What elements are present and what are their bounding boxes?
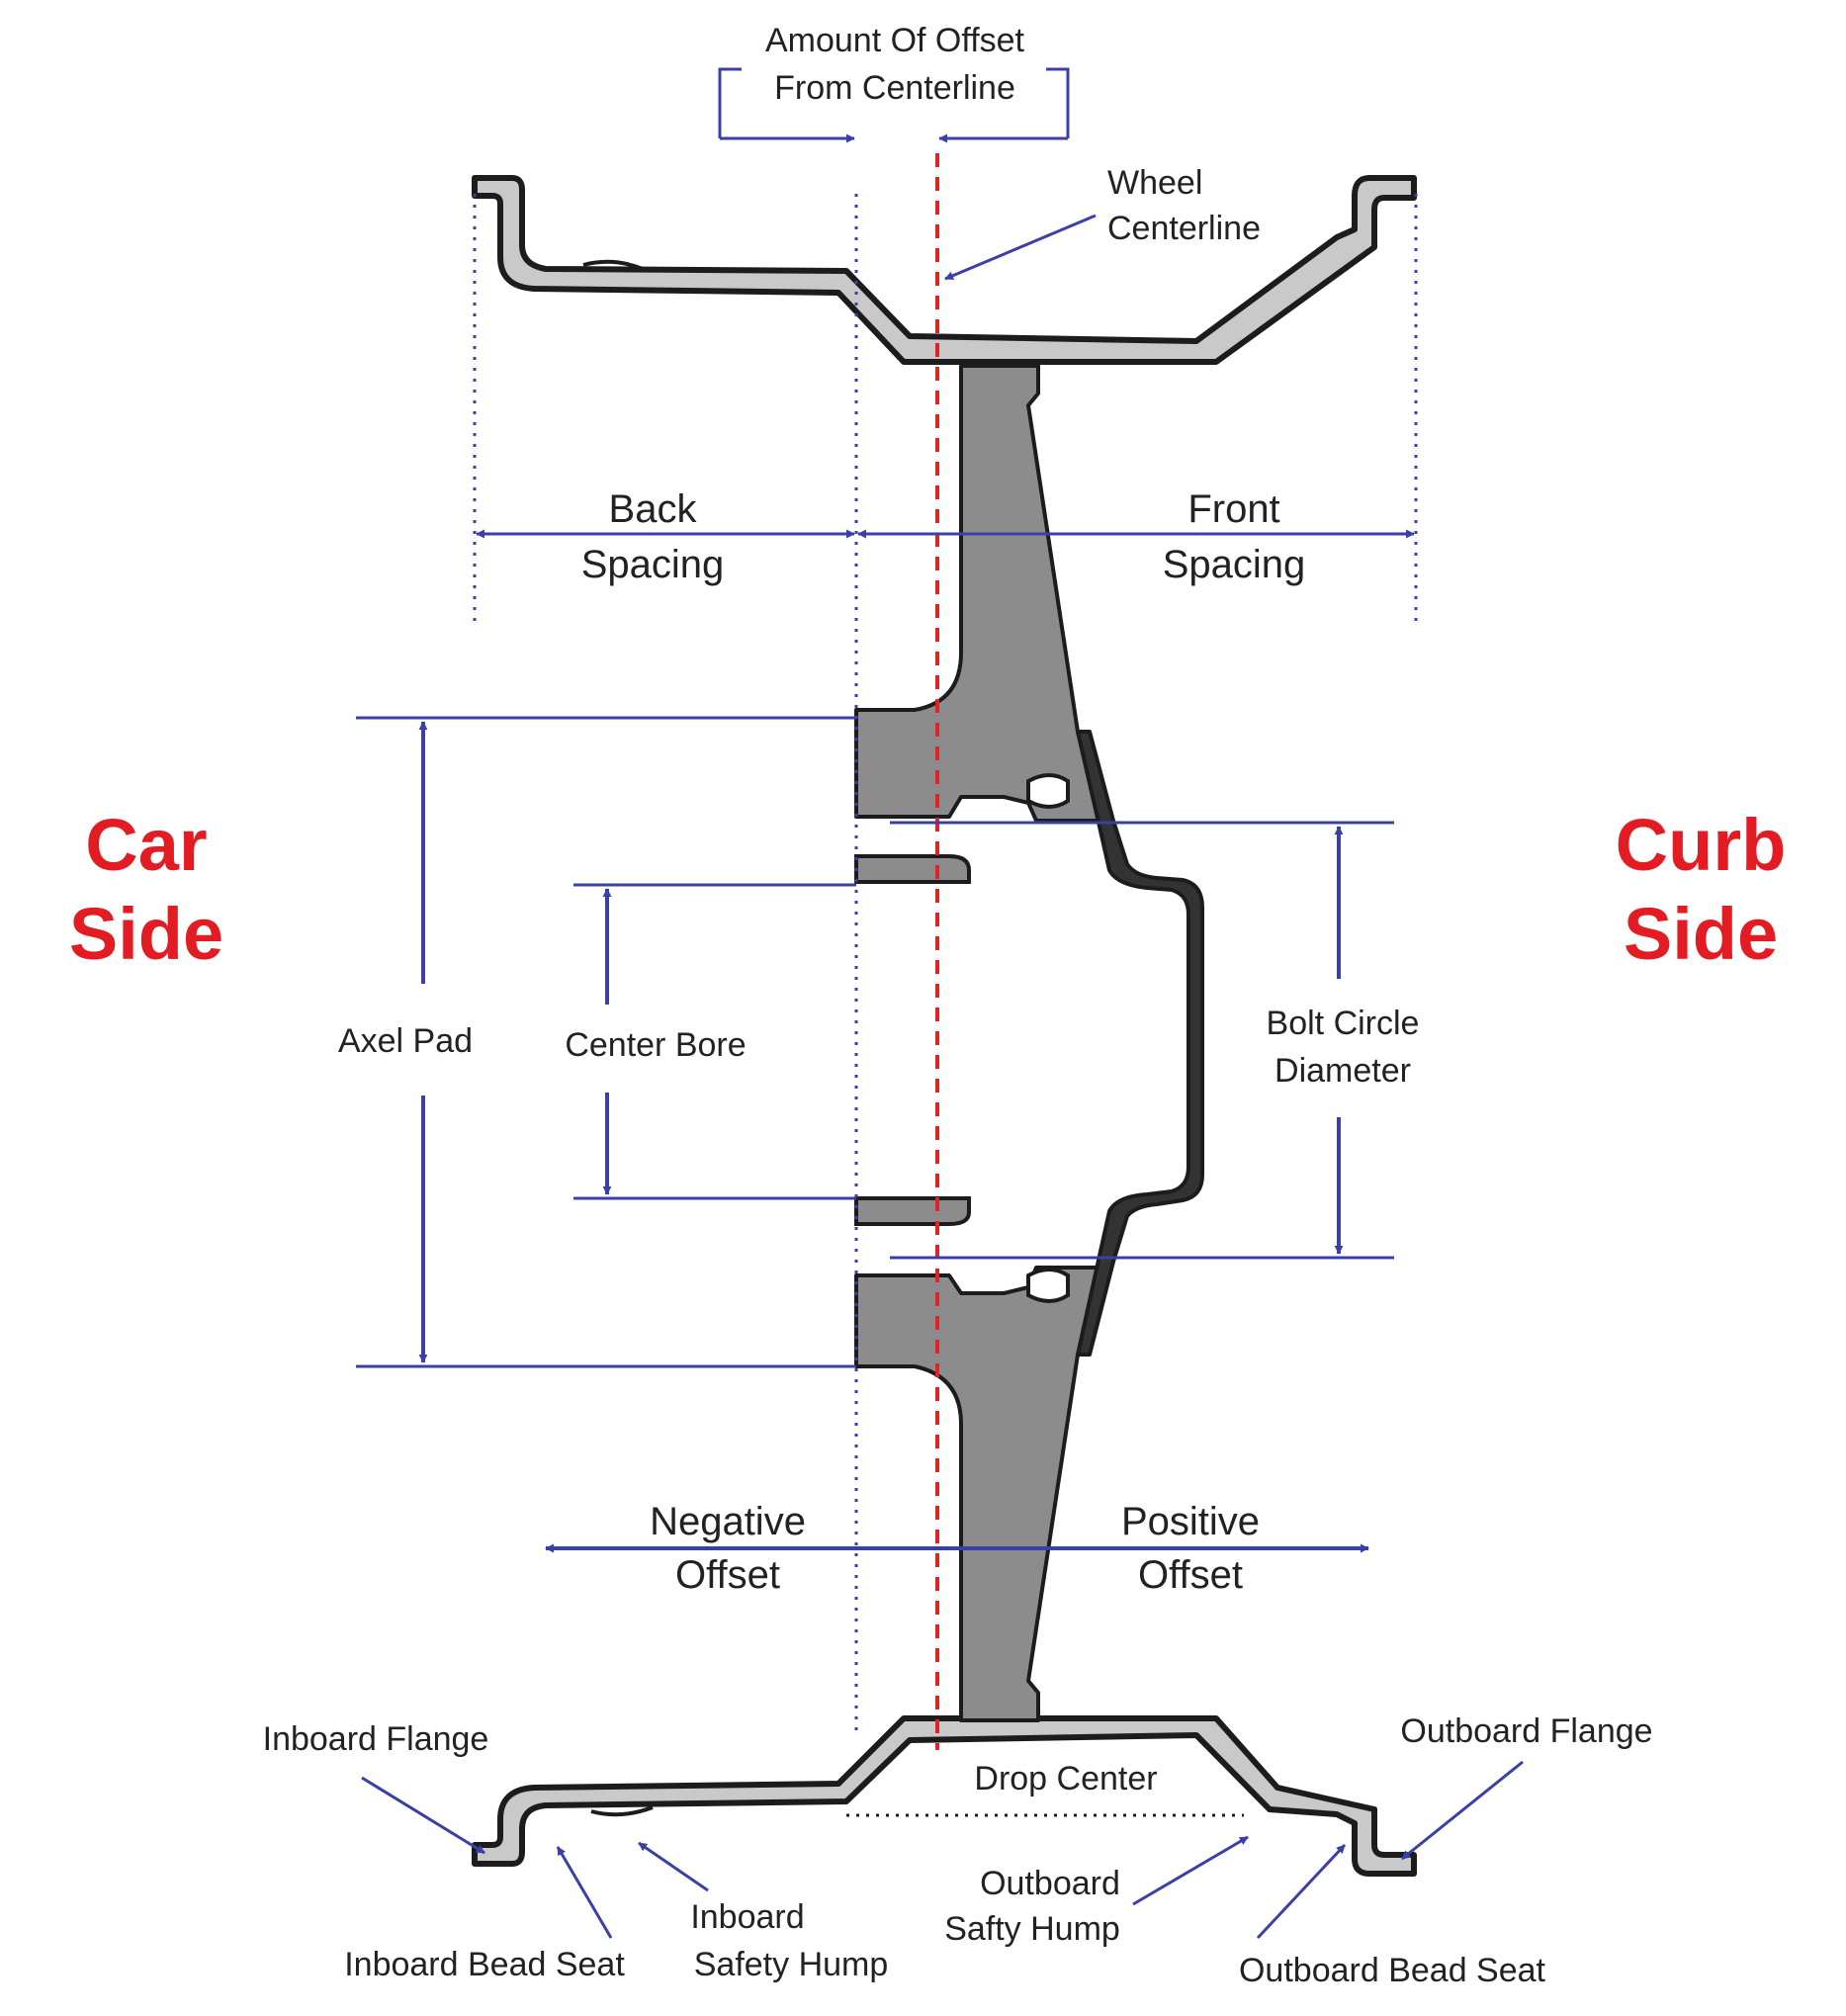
- inboard-bead-seat-pointer: [556, 1846, 613, 1939]
- inboard-safety-hump-pointer: [638, 1841, 709, 1892]
- lug-bolt-upper: [1026, 773, 1070, 809]
- outboard-safty-hump-label-line2: Safty Hump: [944, 1910, 1120, 1948]
- wheel-hub-lower: [854, 1266, 1101, 1722]
- outboard-bead-seat-label: Outboard Bead Seat: [1239, 1952, 1546, 1989]
- back-spacing-label-line2: Spacing: [581, 543, 725, 586]
- lug-bolt-lower: [1026, 1268, 1070, 1303]
- front-spacing-label-line1: Front: [1187, 487, 1279, 531]
- inboard-safety-hump-label-line2: Safety Hump: [694, 1946, 889, 1983]
- inboard-safety-hump-label-line1: Inboard: [690, 1898, 804, 1936]
- center-bore-ring-bottom: [854, 1196, 971, 1226]
- outboard-safty-hump-label-line1: Outboard: [980, 1865, 1120, 1902]
- rim-bottom: [472, 1715, 1417, 1877]
- offset-label-line1: Amount Of Offset: [765, 22, 1025, 59]
- bolt-circle-label-line1: Bolt Circle: [1267, 1005, 1420, 1042]
- outboard-flange-pointer: [1401, 1760, 1524, 1861]
- wheel-centerline-pointer: [944, 214, 1097, 281]
- inboard-safety-hump-top: [582, 259, 644, 271]
- outboard-bead-seat-pointer: [1256, 1843, 1347, 1940]
- inboard-bead-seat-label: Inboard Bead Seat: [344, 1946, 625, 1983]
- car-side-label-line1: Car: [85, 804, 207, 886]
- axel-pad-label: Axel Pad: [338, 1022, 473, 1060]
- negative-offset-label-line2: Offset: [675, 1553, 780, 1597]
- outboard-safty-hump-pointer: [1132, 1835, 1249, 1906]
- curb-side-label-line2: Side: [1624, 893, 1778, 975]
- center-bore-ring-top: [854, 854, 971, 884]
- drop-center-label: Drop Center: [974, 1760, 1157, 1797]
- bolt-circle-label-line2: Diameter: [1275, 1052, 1411, 1090]
- front-spacing-label-line2: Spacing: [1163, 543, 1306, 586]
- rim-top: [472, 175, 1417, 365]
- outboard-flange-label: Outboard Flange: [1400, 1712, 1652, 1750]
- center-bore-label: Center Bore: [565, 1026, 746, 1064]
- wheel-centerline-label-line1: Wheel: [1107, 164, 1202, 202]
- positive-offset-label-line1: Positive: [1121, 1500, 1260, 1543]
- inboard-flange-pointer: [361, 1776, 485, 1855]
- offset-bracket: [718, 67, 1070, 138]
- positive-offset-label-line2: Offset: [1138, 1553, 1243, 1597]
- inboard-safety-hump-bottom: [590, 1805, 654, 1817]
- offset-label-line2: From Centerline: [774, 69, 1015, 107]
- negative-offset-label-line1: Negative: [650, 1500, 806, 1543]
- car-side-label-line2: Side: [69, 893, 223, 975]
- curb-side-label-line1: Curb: [1616, 804, 1787, 886]
- wheel-centerline-label-line2: Centerline: [1107, 210, 1261, 247]
- wheel-hub-upper: [854, 364, 1101, 823]
- inboard-flange-label: Inboard Flange: [263, 1720, 489, 1758]
- back-spacing-label-line1: Back: [609, 487, 698, 531]
- hub-cap: [1076, 730, 1204, 1357]
